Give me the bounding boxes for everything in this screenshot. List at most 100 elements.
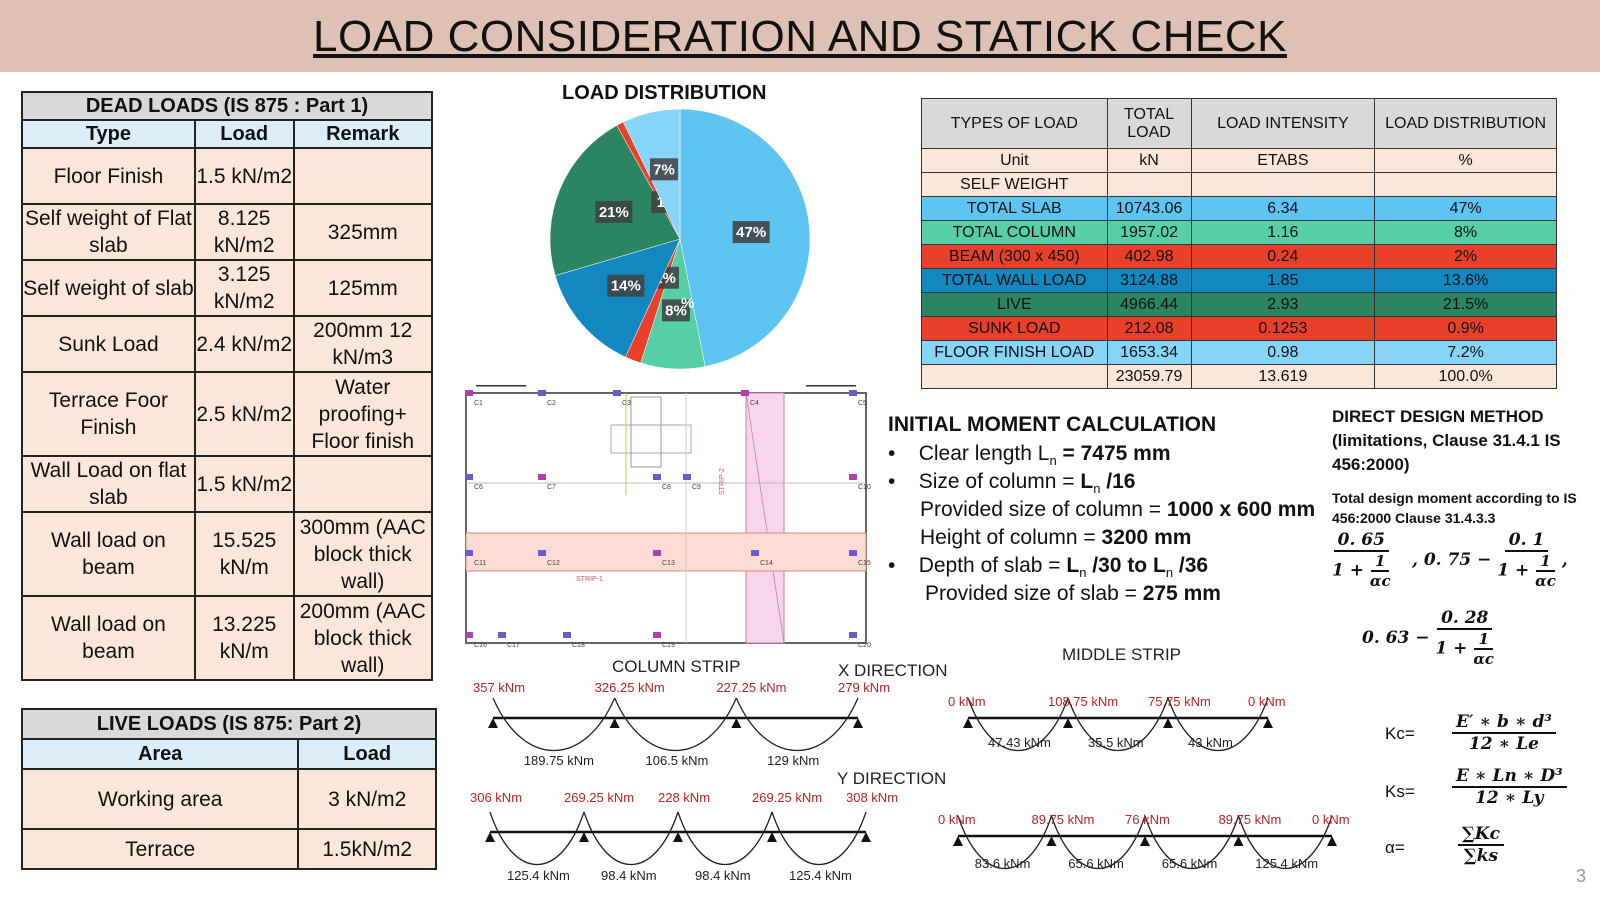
strip-1-label: STRIP-1 [576, 576, 603, 583]
type-cell: SUNK LOAD [921, 316, 1108, 341]
plan-column-label: C8 [662, 484, 671, 491]
table-row: Floor Finish 1.5 kN/m2 [21, 147, 434, 205]
load-cell: 13.225 kN/m [193, 595, 295, 681]
positive-moment-label: 65.6 kNm [1068, 856, 1124, 871]
table-row: SELF WEIGHT [921, 172, 1557, 197]
plan-column-label: C15 [858, 560, 871, 567]
header-load-intensity: LOAD INTENSITY [1190, 98, 1376, 149]
plan-column-marker [538, 550, 546, 556]
type-cell: LIVE [921, 292, 1108, 317]
plan-outline [465, 392, 867, 644]
negative-moment-label: 108.75 kNm [1048, 694, 1119, 709]
plan-column-label: C4 [750, 400, 759, 407]
positive-moment-label: 35.5 kNm [1088, 735, 1144, 750]
plan-column-label: C16 [474, 642, 487, 649]
plan-column-marker [653, 474, 661, 480]
remark-cell [292, 147, 434, 205]
distribution-cell: 8% [1374, 220, 1557, 245]
column-height-line: Height of column = 3200 mm [920, 526, 1192, 549]
pie-slice-label: 47% [736, 224, 766, 241]
moment-curve [614, 697, 737, 751]
positive-moment-label: 65.6 kNm [1161, 856, 1218, 871]
pie-label-box [649, 158, 678, 181]
load-cell: 3 kN/m2 [297, 768, 437, 830]
positive-moment-label: 129 kNm [767, 753, 820, 768]
plan-column-marker [741, 390, 749, 396]
table-row: Wall Load on flat slab 1.5 kN/m2 [21, 455, 434, 513]
remark-cell: 325mm [292, 203, 434, 261]
pie-label-box [661, 299, 690, 322]
provided-slab-line: Provided size of slab = 275 mm [925, 582, 1221, 605]
ddm-title: DIRECT DESIGN METHOD (limitations, Claus… [1332, 407, 1561, 474]
plan-column-label: C3 [622, 400, 631, 407]
plan-column-marker [751, 550, 759, 556]
negative-moment-label: 0 kNm [948, 694, 986, 709]
plan-column-label: C20 [858, 642, 871, 649]
intensity-cell [1190, 172, 1376, 197]
dead-loads-header-remark: Remark [292, 119, 434, 149]
remark-cell: 200mm (AAC block thick wall) [292, 595, 434, 681]
support-marker [485, 832, 495, 842]
load-cell: 2.5 kN/m2 [193, 371, 295, 457]
plan-column-marker [849, 632, 857, 638]
title-banner: LOAD CONSIDERATION AND STATICK CHECK [0, 0, 1600, 72]
load-distribution-title: LOAD DISTRIBUTION [562, 82, 767, 104]
distribution-cell: 21.5% [1374, 292, 1557, 317]
type-cell: TOTAL COLUMN [921, 220, 1108, 245]
negative-moment-label: 76 kNm [1125, 812, 1170, 827]
plan-column-label: C12 [547, 560, 560, 567]
distribution-cell: 100.0% [1374, 364, 1557, 389]
pie-slice-label: 14% [611, 278, 641, 295]
type-cell: TOTAL SLAB [921, 196, 1108, 221]
plan-column-marker [653, 632, 661, 638]
plan-column-marker [563, 632, 571, 638]
load-cell: 15.525 kN/m [193, 511, 295, 597]
support-marker [853, 718, 863, 728]
negative-moment-label: 306 kNm [470, 790, 523, 805]
negative-moment-label: 326.25 kNm [594, 680, 665, 695]
moment-curve [583, 811, 679, 866]
negative-moment-label: 228 kNm [658, 790, 711, 805]
intensity-cell: 0.1253 [1190, 316, 1376, 341]
negative-moment-label: 227.25 kNm [716, 680, 787, 695]
remark-cell [292, 455, 434, 513]
total-load-cell: 1957.02 [1106, 220, 1192, 245]
total-load-cell: 10743.06 [1106, 196, 1192, 221]
load-cell: 1.5 kN/m2 [193, 455, 295, 513]
ks-label: Ks= [1385, 782, 1415, 801]
positive-moment-label: 98.4 kNm [601, 868, 657, 883]
plan-column-marker [538, 390, 546, 396]
negative-moment-label: 0 kNm [938, 812, 976, 827]
live-loads-header-load: Load [297, 738, 437, 770]
table-row: Wall load on beam 15.525 kN/m 300mm (AAC… [21, 511, 434, 597]
type-cell: Unit [921, 148, 1108, 173]
plan-column-marker [849, 390, 857, 396]
dead-loads-caption: DEAD LOADS (IS 875 : Part 1) [21, 91, 433, 121]
support-marker [953, 836, 963, 846]
negative-moment-label: 269.25 kNm [564, 790, 635, 805]
plan-column-label: C2 [547, 400, 556, 407]
intensity-cell: ETABS [1190, 148, 1376, 173]
support-marker [488, 718, 498, 728]
header-load-distribution: LOAD DISTRIBUTION [1374, 98, 1557, 149]
table-row: Working area 3 kN/m2 [20, 768, 437, 830]
load-cell: 1.5kN/m2 [297, 828, 437, 870]
support-marker [609, 718, 620, 728]
positive-moment-label: 106.5 kNm [645, 753, 709, 768]
kc-label: Kc= [1385, 724, 1415, 743]
remark-cell: 125mm [292, 259, 434, 317]
negative-moment-label: 0 kNm [1312, 812, 1350, 827]
negative-moment-label: 279 kNm [838, 680, 891, 695]
type-cell: FLOOR FINISH LOAD [921, 340, 1108, 365]
negative-moment-label: 269.25 kNm [752, 790, 823, 805]
ddm-subtitle: Total design moment according to IS 456:… [1332, 490, 1577, 526]
intensity-cell: 2.93 [1190, 292, 1376, 317]
load-distribution-pie-chart: 47%8%2%14%21%17%% [549, 108, 811, 370]
